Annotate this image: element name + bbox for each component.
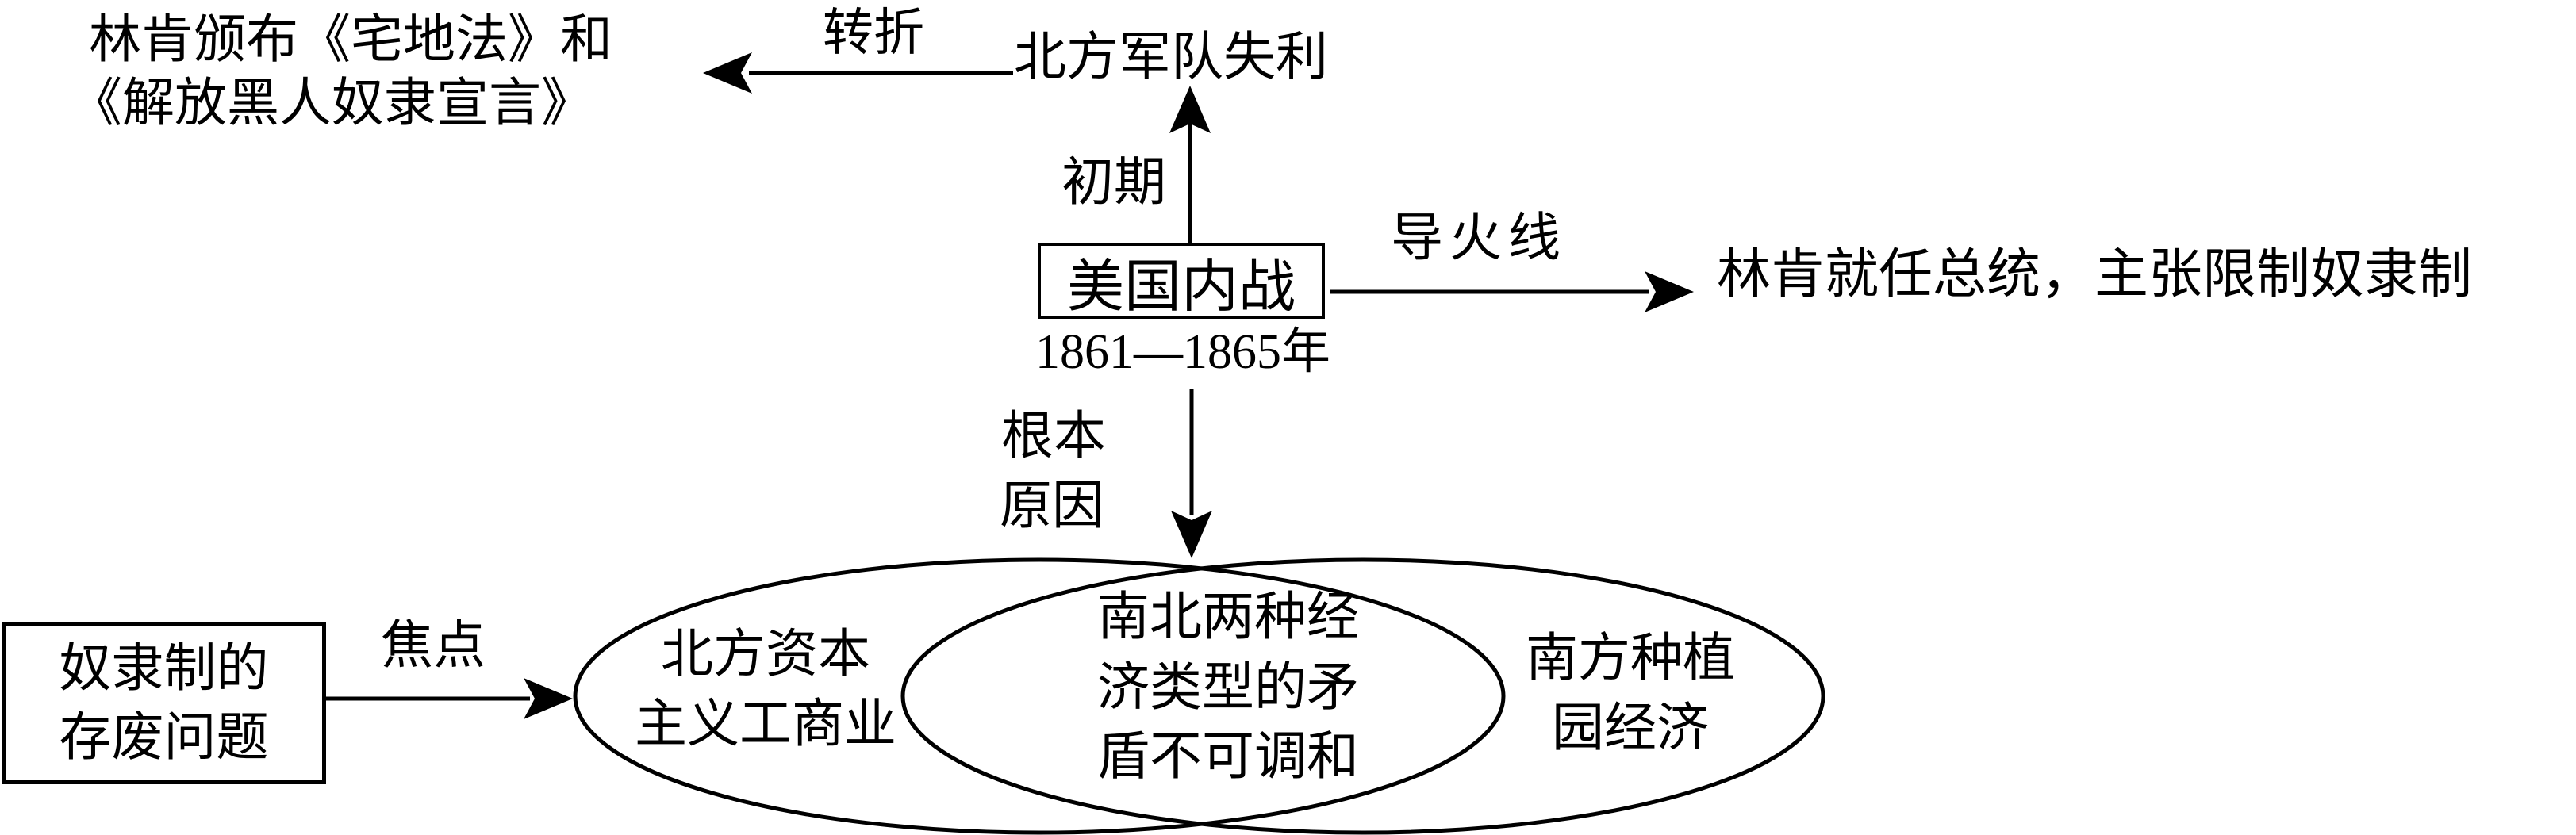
arrow-root-cause bbox=[1171, 389, 1212, 558]
venn-right-ellipse bbox=[900, 557, 1825, 835]
node-north-economy-line1: 北方资本 bbox=[661, 626, 870, 684]
node-lincoln-acts-line2: 《解放黑人奴隶宣言》 bbox=[70, 75, 593, 132]
node-lincoln-acts-line1: 林肯颁布《宅地法》和 bbox=[89, 11, 612, 69]
node-contradiction-line3: 盾不可调和 bbox=[1097, 728, 1359, 786]
arrow-early-stage bbox=[1169, 86, 1211, 243]
node-lincoln-president: 林肯就任总统，主张限制奴隶制 bbox=[1717, 244, 2473, 305]
node-years: 1861—1865年 bbox=[1035, 325, 1331, 379]
label-root-cause-line2: 原因 bbox=[1000, 477, 1104, 535]
label-root-cause-line1: 根本 bbox=[1001, 408, 1106, 465]
label-focus: 焦点 bbox=[381, 617, 486, 675]
node-slavery-issue-box: 奴隶制的 存废问题 bbox=[2, 622, 326, 784]
node-slavery-issue-line2: 存废问题 bbox=[59, 709, 269, 767]
arrow-fuse bbox=[1330, 271, 1694, 312]
node-slavery-issue-line1: 奴隶制的 bbox=[59, 639, 269, 698]
node-contradiction-line2: 济类型的矛 bbox=[1097, 659, 1359, 717]
label-early-stage: 初期 bbox=[1061, 154, 1166, 212]
node-civil-war-box: 美国内战 bbox=[1038, 243, 1325, 319]
node-north-economy-line2: 主义工商业 bbox=[635, 695, 896, 753]
node-north-defeat: 北方军队失利 bbox=[1014, 29, 1328, 86]
node-contradiction-line1: 南北两种经 bbox=[1097, 588, 1359, 646]
node-south-economy-line1: 南方种植 bbox=[1526, 630, 1735, 688]
arrow-focus bbox=[324, 678, 573, 719]
node-south-economy-line2: 园经济 bbox=[1552, 699, 1709, 757]
arrow-turning-point bbox=[703, 52, 1013, 94]
label-turning-point: 转折 bbox=[823, 5, 924, 61]
venn-left-ellipse bbox=[573, 557, 1506, 835]
label-fuse: 导火线 bbox=[1391, 209, 1567, 267]
node-civil-war-label: 美国内战 bbox=[1066, 255, 1296, 319]
